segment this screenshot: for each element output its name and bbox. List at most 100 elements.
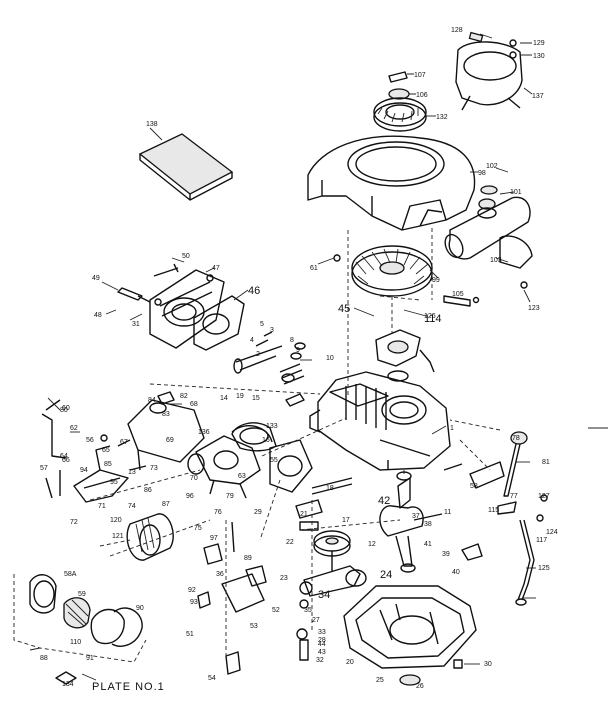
spark-plug [101, 281, 151, 303]
label-17: 17 [342, 517, 350, 524]
label-74: 74 [128, 503, 136, 510]
valve-parts [233, 331, 306, 407]
label-38: 38 [424, 521, 432, 528]
label-124: 124 [546, 529, 558, 536]
label-48: 48 [94, 312, 102, 319]
label-61: 61 [310, 265, 318, 272]
label-12: 12 [368, 541, 376, 548]
label-60: 60 [62, 405, 70, 412]
label-69: 69 [166, 437, 174, 444]
label-3: 3 [270, 327, 274, 334]
label-89: 89 [244, 555, 252, 562]
label-5: 5 [260, 321, 264, 328]
label-115: 115 [488, 507, 499, 514]
flag-icon [55, 671, 77, 685]
label-133: 133 [266, 423, 278, 430]
label-64: 64 [60, 453, 68, 460]
label-25: 25 [376, 677, 384, 684]
label-130: 130 [533, 53, 545, 60]
ignition-armature [375, 329, 435, 382]
label-53: 53 [250, 623, 258, 630]
carb-bowl [269, 439, 313, 493]
label-126: 126 [424, 313, 436, 320]
label-66: 66 [62, 457, 70, 464]
air-filter-element [126, 513, 174, 561]
label-134: 134 [62, 681, 74, 688]
label-22: 22 [286, 539, 294, 546]
label-67: 67 [120, 439, 128, 446]
label-52: 52 [272, 607, 280, 614]
label-128: 128 [451, 27, 463, 34]
control-bracket [73, 445, 129, 503]
label-23: 23 [280, 575, 288, 582]
rotating-screen [373, 97, 427, 132]
label-105: 105 [452, 291, 464, 298]
label-26: 26 [416, 683, 424, 690]
label-96: 96 [186, 493, 194, 500]
leader-lines [29, 33, 536, 681]
head-bolt-50 [153, 263, 179, 277]
label-83: 83 [162, 411, 170, 418]
control-rod [41, 399, 67, 459]
label-43: 43 [318, 649, 326, 656]
label-132: 132 [436, 114, 448, 121]
label-36: 36 [216, 571, 224, 578]
flywheel [333, 245, 433, 297]
label-31: 31 [132, 321, 140, 328]
label-9: 9 [296, 347, 300, 354]
label-117: 117 [536, 537, 547, 544]
label-68: 68 [190, 401, 198, 408]
label-32: 32 [316, 657, 324, 664]
label-88: 88 [40, 655, 48, 662]
label-10: 10 [326, 355, 334, 362]
connecting-rod [299, 565, 367, 597]
label-11: 11 [444, 509, 451, 516]
label-114: 114 [424, 313, 442, 325]
label-59: 59 [78, 591, 86, 598]
plate-title: PLATE NO.1 [92, 681, 165, 693]
label-106: 106 [416, 92, 428, 99]
label-41: 41 [424, 541, 432, 548]
label-33: 33 [318, 629, 326, 636]
label-84: 84 [148, 397, 156, 404]
label-19: 19 [236, 393, 244, 400]
label-45: 45 [338, 303, 350, 315]
label-86: 86 [144, 487, 152, 494]
label-30: 30 [484, 661, 492, 668]
label-71: 71 [98, 503, 106, 510]
part-labels: 128 129 130 107 106 137 132 138 98 102 1… [40, 27, 558, 690]
label-39: 39 [442, 551, 450, 558]
label-95: 95 [110, 479, 118, 486]
label-75: 75 [194, 525, 202, 532]
label-125: 125 [538, 565, 550, 572]
fuel-tank [127, 399, 205, 471]
label-47: 47 [212, 265, 220, 272]
label-1: 1 [450, 425, 454, 432]
oil-drain-plug [296, 599, 463, 669]
blower-housing [307, 135, 476, 231]
label-14: 14 [220, 395, 228, 402]
label-40: 40 [452, 569, 460, 576]
label-77: 77 [510, 493, 518, 500]
label-28: 28 [318, 637, 326, 644]
label-110: 110 [70, 639, 81, 646]
label-101: 101 [510, 189, 522, 196]
label-127: 127 [538, 493, 550, 500]
label-137: 137 [532, 93, 544, 100]
air-cleaner-cover [455, 31, 523, 111]
label-129: 129 [533, 40, 545, 47]
piston-pin [295, 477, 353, 531]
label-103: 103 [490, 257, 502, 264]
label-91: 91 [86, 655, 94, 662]
small-hardware [45, 434, 147, 499]
label-85: 85 [104, 461, 112, 468]
screen-retainer [388, 71, 410, 100]
label-20: 20 [346, 659, 354, 666]
label-90: 90 [136, 605, 144, 612]
label-76: 76 [214, 509, 222, 516]
label-50: 50 [182, 253, 190, 260]
label-93: 93 [190, 599, 198, 606]
label-62: 62 [70, 425, 78, 432]
label-99: 99 [432, 277, 440, 284]
